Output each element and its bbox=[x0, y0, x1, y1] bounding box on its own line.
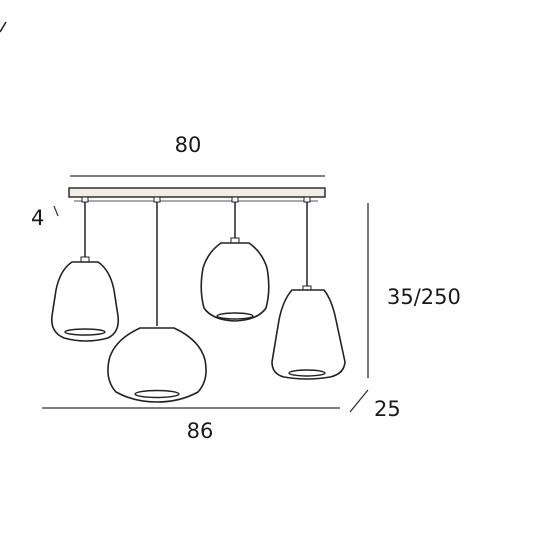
top-width-label: 80 bbox=[175, 133, 202, 157]
cord-cap-4 bbox=[303, 196, 311, 203]
depth-label: 25 bbox=[374, 397, 401, 421]
cord-cap-1 bbox=[81, 196, 89, 203]
bottom-width-label: 86 bbox=[187, 419, 214, 443]
cord-cap-2 bbox=[153, 196, 161, 203]
cord-cap-3 bbox=[231, 196, 239, 203]
corner-mark bbox=[0, 21, 7, 33]
depth-dimension-line bbox=[349, 389, 369, 413]
lamp-shade-4 bbox=[271, 285, 346, 380]
canopy-height-label: 4 bbox=[31, 206, 44, 230]
lamp-shade-2 bbox=[107, 327, 207, 403]
ceiling-canopy-bar bbox=[68, 187, 326, 198]
lamp-shade-1 bbox=[50, 256, 120, 342]
drop-height-label: 35/250 bbox=[387, 285, 461, 309]
canopy-height-tick bbox=[53, 205, 59, 217]
lamp-shade-3 bbox=[200, 237, 270, 322]
